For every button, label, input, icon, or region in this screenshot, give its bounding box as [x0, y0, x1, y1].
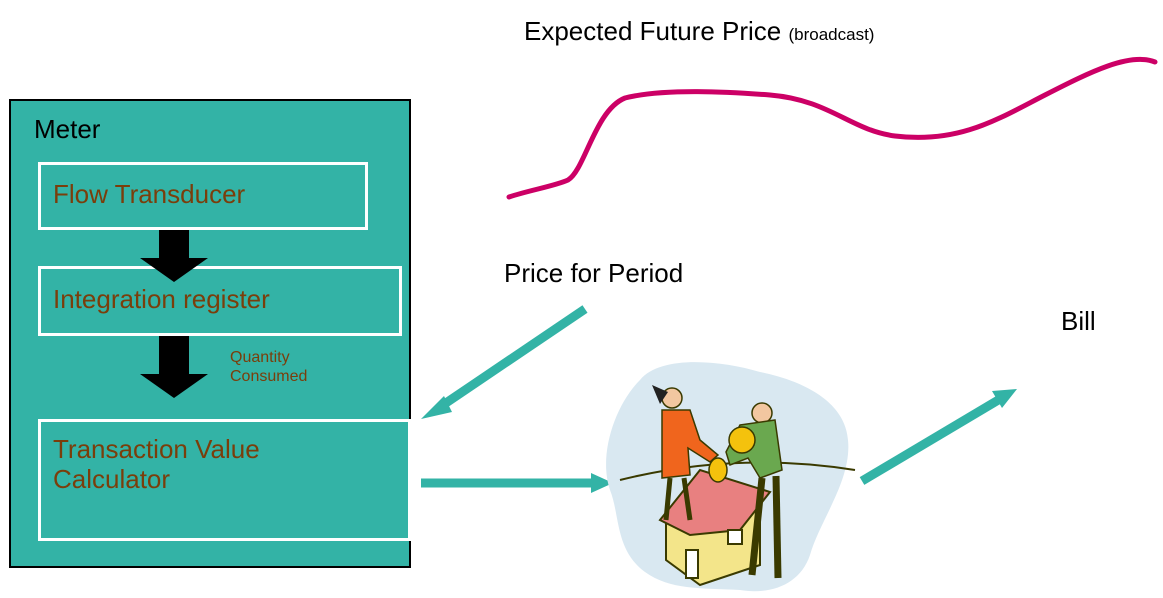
integration-register-label: Integration register	[53, 284, 270, 314]
people-house-clipart-icon	[606, 362, 856, 592]
teal-arrow-icon	[421, 473, 613, 493]
meter-title: Meter	[34, 114, 101, 144]
teal-arrow-icon	[421, 305, 588, 419]
calculator-line2: Calculator	[53, 464, 171, 494]
price-curve	[506, 56, 1158, 200]
expected-price-label: Expected Future Price	[524, 16, 782, 46]
down-arrow-icon	[140, 336, 208, 398]
price-for-period-label: Price for Period	[504, 258, 684, 288]
teal-arrow-icon	[859, 389, 1017, 485]
quantity-consumed-label: Quantity Consumed	[230, 348, 307, 386]
expected-price-title: Expected Future Price (broadcast)	[524, 16, 874, 47]
flow-transducer-box: Flow Transducer	[38, 162, 368, 230]
flow-transducer-label: Flow Transducer	[53, 179, 246, 209]
quantity-consumed-line1: Quantity	[230, 349, 290, 366]
quantity-consumed-line2: Consumed	[230, 368, 308, 385]
bill-label: Bill	[1061, 306, 1096, 336]
broadcast-label: (broadcast)	[788, 25, 875, 44]
transaction-calculator-box: Transaction Value Calculator	[38, 419, 411, 541]
calculator-line1: Transaction Value	[53, 434, 260, 464]
integration-register-box: Integration register	[38, 266, 402, 336]
down-arrow-icon	[140, 230, 208, 282]
